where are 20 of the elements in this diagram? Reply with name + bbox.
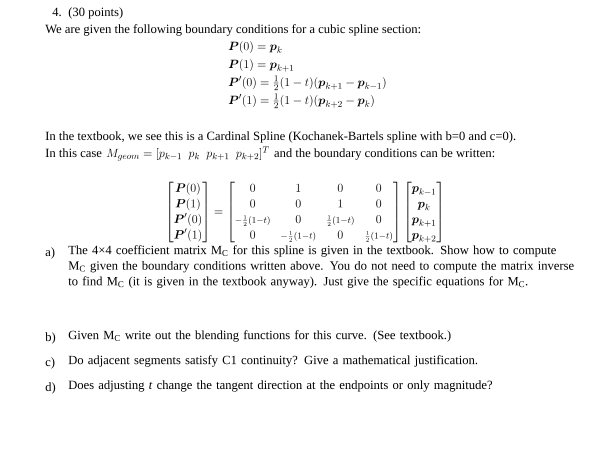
- item-letter: b): [45, 332, 56, 344]
- points-text: (30 points): [68, 7, 123, 19]
- formula: $M_{geom} = [p_{k-1}\ \ p_k\ \ p_{k+1}\ \ p_{k+2}]^T$: [106, 146, 269, 161]
- item-letter: c): [46, 357, 54, 369]
- matrix-equation: $\begin{bmatrix}\boldsymbol{P}(0)\\ \boldsymbol{P}(1)\\ \boldsymbol{P}'(0)\\ \boldsymbol{P}'(1)\end{bmatrix} = \begin{bmatrix} 0 & 1 & 0 & 0\\ 0 & 0 & 1 & 0\\ {\scriptstyle -\frac{1}{2}(1-t)} & 0 & {\scriptstyle \frac{1}{2}(1-t)} & 0\\ 0 & {\scriptstyle -\frac{1}{2}(1-t)} & 0 & {\scriptstyle \frac{1}{2}(1-t)}\end{bmatrix}\begin{bmatrix}\boldsymbol{p}_{k-1}\\ \boldsymbol{p}_k\\ \boldsymbol{p}_{k+1}\\ \boldsymbol{p}_{k+2}\end{bmatrix}$: [169, 182, 441, 242]
- paragraph-text: In this case: [46, 148, 102, 158]
- question-text: Does adjusting t change the tangent direction at the endpoints or only magnitude?: [68, 380, 492, 392]
- item-letter: a): [46, 247, 54, 259]
- formula: $\boldsymbol{P}'(1) = \tfrac{1}{2}(1-t)(\boldsymbol{p}_{k+2} - \boldsymbol{p}_{k})$: [228, 93, 374, 108]
- paragraph-text: and the boundary conditions can be written:: [274, 148, 494, 160]
- question-text: The 4×4 coefficient matrix M$_{C}$ for this spline is given in the textbook. Show how to compute M$_{C}$ given the boundary conditions written above. You do not need to compute the matrix inverse to find M$_{C}$ (it is given in the textbook anyway). Just give the specific equations for M$_{C}$.: [68, 245, 574, 288]
- question-text: Do adjacent segments satisfy C1 continuity? Give a mathematical justification.: [68, 355, 478, 367]
- formula: $\boldsymbol{P}(0) = \boldsymbol{p}_k$: [228, 41, 282, 53]
- question-text: Given M$_{C}$ write out the blending functions for this curve. (See textbook.): [68, 330, 451, 342]
- item-letter: d): [46, 382, 56, 394]
- paragraph-text: In the textbook, we see this is a Cardinal Spline (Kochanek-Bartels spline with b=0 and c=0).: [46, 131, 516, 143]
- formula: $\boldsymbol{P}(1) = \boldsymbol{p}_{k+1}$: [228, 59, 293, 72]
- instruction-text: We are given the following boundary conditions for a cubic spline section:: [45, 24, 420, 36]
- formula: $\boldsymbol{P}'(0) = \tfrac{1}{2}(1-t)(\boldsymbol{p}_{k+1} - \boldsymbol{p}_{k-1})$: [228, 75, 386, 90]
- question-number: 4.: [52, 8, 61, 16]
